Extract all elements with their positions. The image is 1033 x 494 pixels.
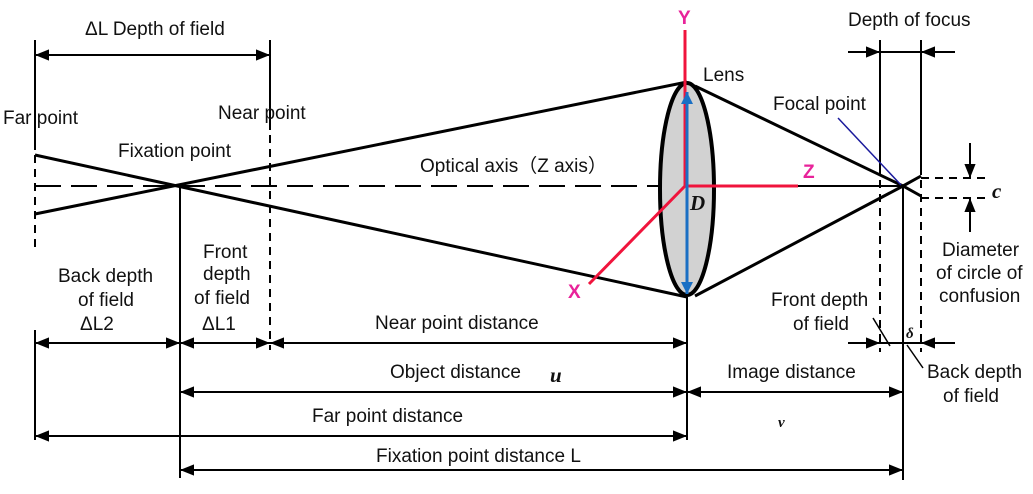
coc-label-1: Diameter: [942, 240, 1020, 261]
far-point-label: Far point: [3, 108, 79, 129]
image-back-dof-label-2: of field: [943, 386, 999, 407]
front-dof-label-3: of field: [194, 288, 250, 309]
y-axis-label: Y: [678, 8, 691, 29]
image-back-dof-label-1: Back depth: [927, 362, 1022, 383]
reference-lines: [34, 40, 922, 480]
depth-of-field-label: ΔL Depth of field: [85, 19, 225, 40]
far-point-distance-label: Far point distance: [312, 406, 463, 427]
x-axis-label: X: [568, 282, 581, 303]
image-front-dof-label-1: Front depth: [771, 290, 868, 311]
dimension-arrows: [35, 46, 985, 476]
near-point-label: Near point: [218, 103, 306, 124]
image-front-dof-label-2: of field: [793, 314, 849, 335]
focal-point-label: Focal point: [773, 94, 867, 115]
aperture-label: D: [689, 191, 705, 215]
object-distance-label: Object distance: [390, 362, 521, 383]
fixation-point-label: Fixation point: [118, 141, 232, 162]
z-axis-label: Z: [803, 162, 815, 183]
image-symbol: v: [778, 415, 785, 431]
image-distance-label: Image distance: [727, 362, 856, 383]
front-dof-label-4: ΔL1: [202, 314, 236, 335]
coc-symbol: c: [992, 179, 1002, 203]
back-dof-label-3: ΔL2: [80, 314, 114, 335]
near-point-distance-label: Near point distance: [375, 313, 539, 334]
front-dof-label-1: Front: [203, 242, 248, 263]
back-dof-label-1: Back depth: [58, 266, 153, 287]
light-rays: [34, 80, 922, 299]
depth-of-focus-label: Depth of focus: [848, 10, 971, 31]
back-dof-label-2: of field: [78, 290, 134, 311]
lens-label: Lens: [703, 65, 744, 86]
coc-label-3: confusion: [939, 286, 1020, 307]
fixation-point-distance-label: Fixation point distance L: [376, 446, 581, 467]
object-symbol: u: [550, 363, 562, 387]
focal-point-pointer: [837, 117, 902, 186]
delta-symbol: δ: [906, 326, 914, 342]
front-dof-label-2: depth: [203, 264, 251, 285]
optical-axis-label: Optical axis（Z axis）: [420, 155, 607, 177]
coc-label-2: of circle of: [936, 263, 1023, 284]
